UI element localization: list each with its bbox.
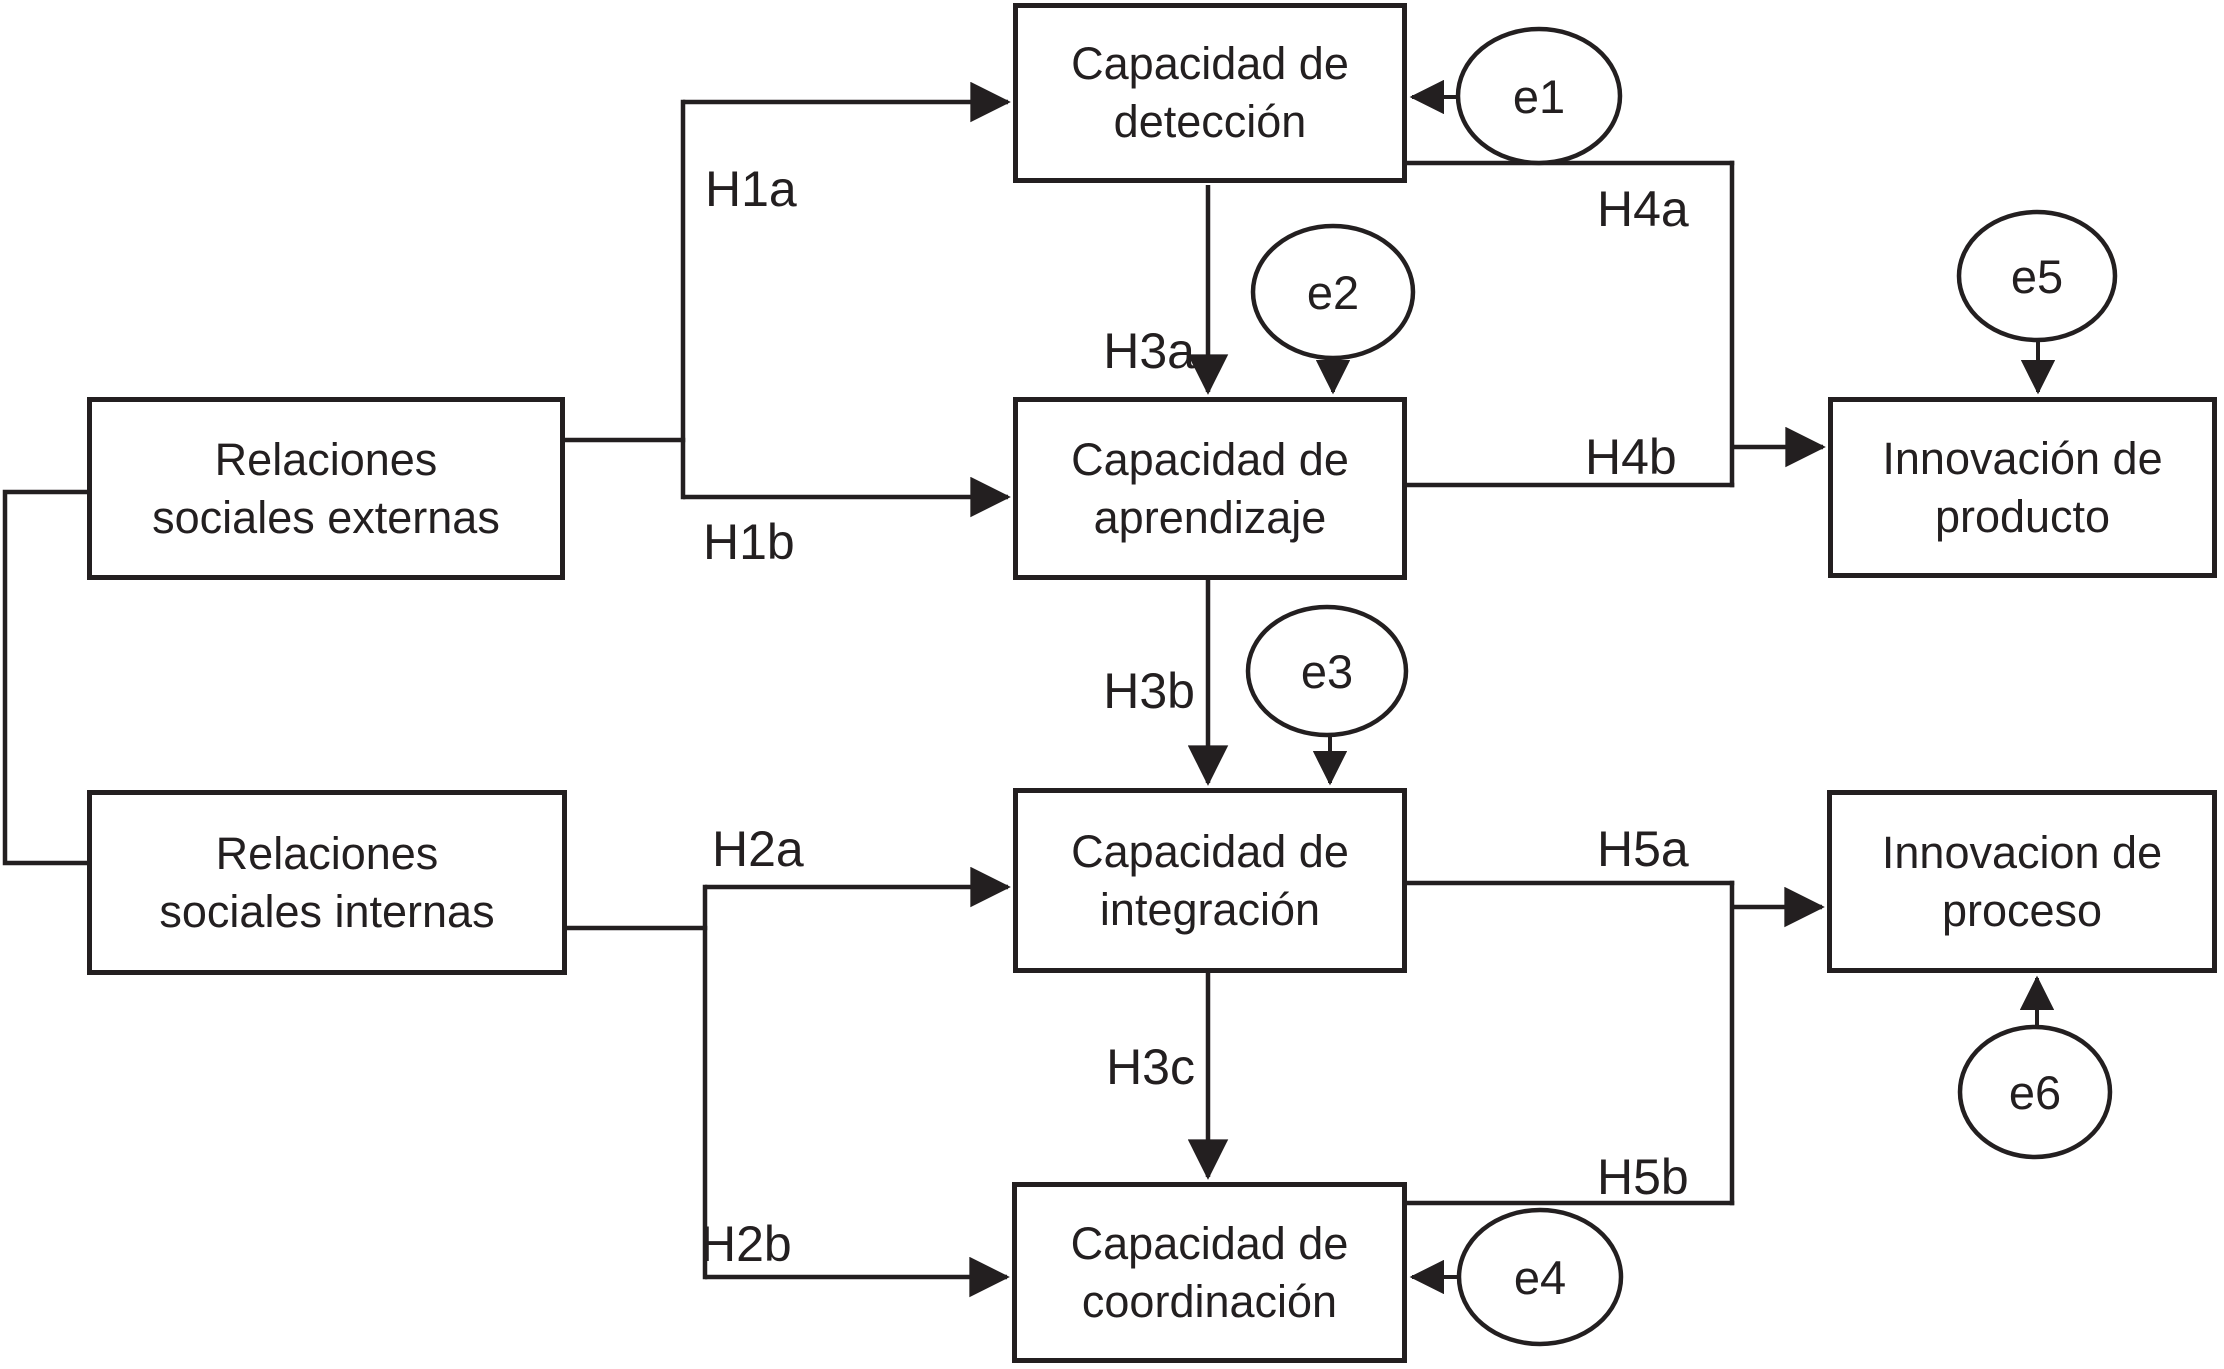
box-capacidad-de-integracion: Capacidad de integración	[1013, 788, 1407, 973]
box-label-line: sociales externas	[152, 491, 500, 543]
box-label-line: Capacidad de	[1070, 1217, 1349, 1269]
box-capacidad-de-coordinacion: Capacidad de coordinación	[1012, 1182, 1407, 1363]
box-label-line: aprendizaje	[1093, 491, 1327, 543]
box-label-line: Capacidad de	[1071, 433, 1349, 485]
box-label-line: integración	[1099, 883, 1321, 935]
error-term-e4: e4	[1513, 1250, 1567, 1304]
path-label-h5b: H5b	[1597, 1149, 1689, 1205]
path-label-h4a: H4a	[1597, 181, 1689, 237]
path-label-h1a: H1a	[705, 161, 797, 217]
box-label-line: Relaciones	[215, 827, 439, 879]
path-label-h5a: H5a	[1597, 821, 1689, 877]
path-label-h3b: H3b	[1103, 663, 1195, 719]
box-label-line: Capacidad de	[1071, 38, 1349, 90]
path-label-h2a: H2a	[712, 821, 804, 877]
box-label-line: Innovacion de	[1881, 826, 2163, 878]
error-term-e6: e6	[2008, 1065, 2062, 1119]
path-label-h3c: H3c	[1106, 1039, 1195, 1095]
error-term-e3: e3	[1300, 644, 1354, 698]
path-label-h4b: H4b	[1585, 429, 1677, 485]
path-label-h2b: H2b	[700, 1216, 792, 1272]
box-label-line: producto	[1934, 490, 2111, 542]
box-label-line: sociales internas	[159, 885, 495, 937]
box-capacidad-de-deteccion: Capacidad de detección	[1013, 3, 1407, 183]
box-relaciones-sociales-internas: Relaciones sociales internas	[87, 790, 567, 975]
path-label-h1b: H1b	[703, 514, 795, 570]
box-relaciones-sociales-externas: Relaciones sociales externas	[87, 397, 565, 580]
box-label-line: detección	[1113, 96, 1307, 147]
box-label-line: Innovación de	[1882, 432, 2163, 484]
box-label-line: proceso	[1941, 884, 2103, 936]
error-term-e2: e2	[1306, 265, 1360, 319]
error-term-e1: e1	[1512, 69, 1566, 123]
box-label-line: Relaciones	[214, 433, 438, 485]
box-label-line: coordinación	[1081, 1275, 1338, 1327]
error-term-e5: e5	[2010, 249, 2064, 303]
box-innovacion-de-proceso: Innovacion de proceso	[1827, 790, 2217, 973]
box-innovacion-de-producto: Innovación de producto	[1828, 397, 2217, 578]
path-label-h3a: H3a	[1103, 323, 1195, 379]
correlation-bracket	[2, 489, 87, 866]
e3-ellipse	[1245, 604, 1409, 738]
box-capacidad-de-aprendizaje: Capacidad de aprendizaje	[1013, 397, 1407, 580]
box-label-line: Capacidad de	[1071, 825, 1349, 877]
